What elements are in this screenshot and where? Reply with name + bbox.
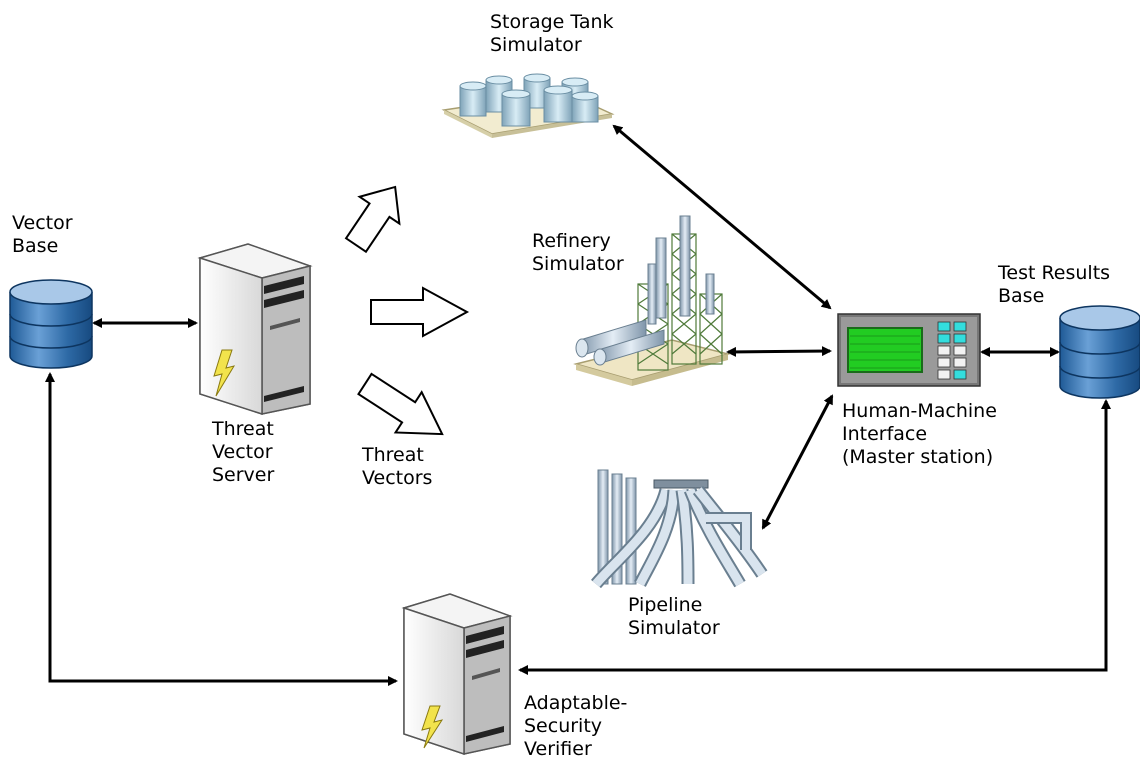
vector-base-database-icon [9, 279, 93, 369]
threat-arrows [344, 185, 470, 436]
threat-vector-server-icon [197, 243, 313, 416]
arrow-vectorbase-verifier [45, 372, 398, 686]
arrow-pipeline-hmi [761, 394, 834, 530]
verifier-server-icon [401, 593, 513, 756]
connections [45, 124, 1111, 686]
arrow-storage-hmi [612, 124, 832, 310]
arrow-testbase-verifier [518, 399, 1111, 675]
threat-arrow-down [357, 372, 444, 436]
pipeline-icon [591, 469, 768, 589]
arrow-refinery-hmi [726, 346, 832, 357]
storage-tank-icon [441, 73, 615, 138]
test-results-base-database-icon [1059, 305, 1140, 399]
refinery-icon [573, 215, 731, 386]
threat-arrow-right [370, 286, 470, 338]
hmi-panel-icon [837, 313, 981, 387]
threat-arrow-up [344, 185, 401, 254]
